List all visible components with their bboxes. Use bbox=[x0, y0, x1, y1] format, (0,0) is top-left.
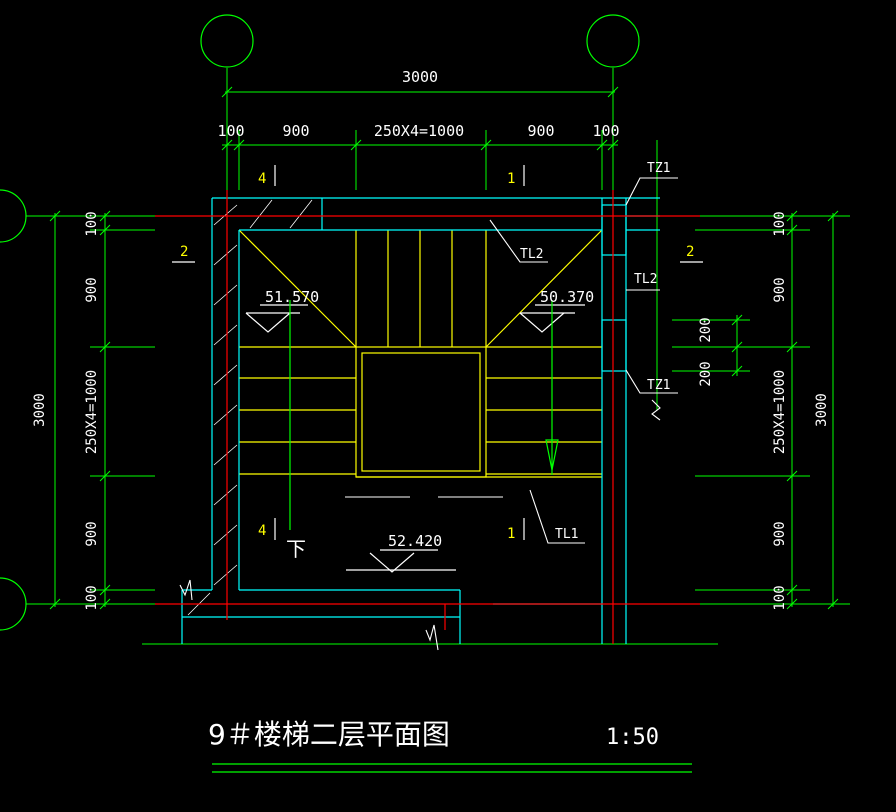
axis-bubble-left-top bbox=[0, 189, 27, 243]
label-tl2-top: TL2 bbox=[520, 247, 543, 262]
elevation-left-landing: 51.570 bbox=[265, 288, 319, 306]
dim-top-left-run: 900 bbox=[282, 122, 309, 140]
dim-right-middle: 250X4=1000 bbox=[772, 370, 788, 454]
dimension-lines bbox=[26, 68, 850, 645]
elevation-floor-landing: 52.420 bbox=[388, 532, 442, 550]
stair-well-inner bbox=[361, 352, 481, 472]
section-mark-bottom-right: 1 bbox=[507, 526, 515, 542]
dim-left-lower-run: 900 bbox=[84, 521, 100, 546]
dim-right-bottom-edge: 100 bbox=[772, 585, 788, 610]
dim-right-upper-run: 900 bbox=[772, 277, 788, 302]
dim-right-gap-bottom: 200 bbox=[698, 361, 714, 386]
label-tl2-side: TL2 bbox=[634, 272, 657, 287]
dim-right-top-edge: 100 bbox=[772, 211, 788, 236]
dim-left-top-edge: 100 bbox=[84, 211, 100, 236]
dim-left-total: 3000 bbox=[32, 393, 48, 427]
dim-top-left-edge: 100 bbox=[217, 122, 244, 140]
axis-bubble-top-right bbox=[586, 14, 640, 68]
dim-top-middle: 250X4=1000 bbox=[374, 122, 464, 140]
column-tz1-top bbox=[601, 204, 627, 256]
dim-top-right-edge: 100 bbox=[592, 122, 619, 140]
dim-top-right-run: 900 bbox=[527, 122, 554, 140]
label-tz1-top: TZ1 bbox=[647, 161, 670, 176]
dim-right-lower-run: 900 bbox=[772, 521, 788, 546]
elevation-right-landing: 50.370 bbox=[540, 288, 594, 306]
drawing-scale: 1:50 bbox=[606, 725, 659, 750]
dim-right-total: 3000 bbox=[814, 393, 830, 427]
walls bbox=[181, 197, 660, 644]
title-underline bbox=[212, 763, 692, 773]
label-tl1: TL1 bbox=[555, 527, 578, 542]
drawing-title: 9＃楼梯二层平面图 bbox=[208, 718, 450, 751]
label-down: 下 bbox=[286, 537, 306, 561]
dim-top-total: 3000 bbox=[402, 68, 438, 86]
axis-centerlines bbox=[155, 190, 700, 644]
section-mark-top-left: 4 bbox=[258, 171, 266, 187]
dim-left-bottom-edge: 100 bbox=[84, 585, 100, 610]
axis-bubble-left-bottom bbox=[0, 577, 27, 631]
dim-right-gap-top: 200 bbox=[698, 317, 714, 342]
column-tz1-mid bbox=[601, 319, 627, 372]
leaders bbox=[179, 177, 678, 651]
section-mark-side-right: 2 bbox=[686, 244, 694, 260]
down-arrow bbox=[289, 300, 559, 530]
stair-treads bbox=[238, 229, 603, 478]
section-marks bbox=[172, 165, 703, 540]
dim-left-middle: 250X4=1000 bbox=[84, 370, 100, 454]
label-tz1-side: TZ1 bbox=[647, 378, 670, 393]
elevation-markers bbox=[245, 304, 585, 573]
stair-well bbox=[355, 346, 487, 478]
dim-left-upper-run: 900 bbox=[84, 277, 100, 302]
section-mark-top-right: 1 bbox=[507, 171, 515, 187]
section-mark-bottom-left: 4 bbox=[258, 523, 266, 539]
section-mark-side-left: 2 bbox=[180, 244, 188, 260]
axis-bubble-top-left bbox=[200, 14, 254, 68]
